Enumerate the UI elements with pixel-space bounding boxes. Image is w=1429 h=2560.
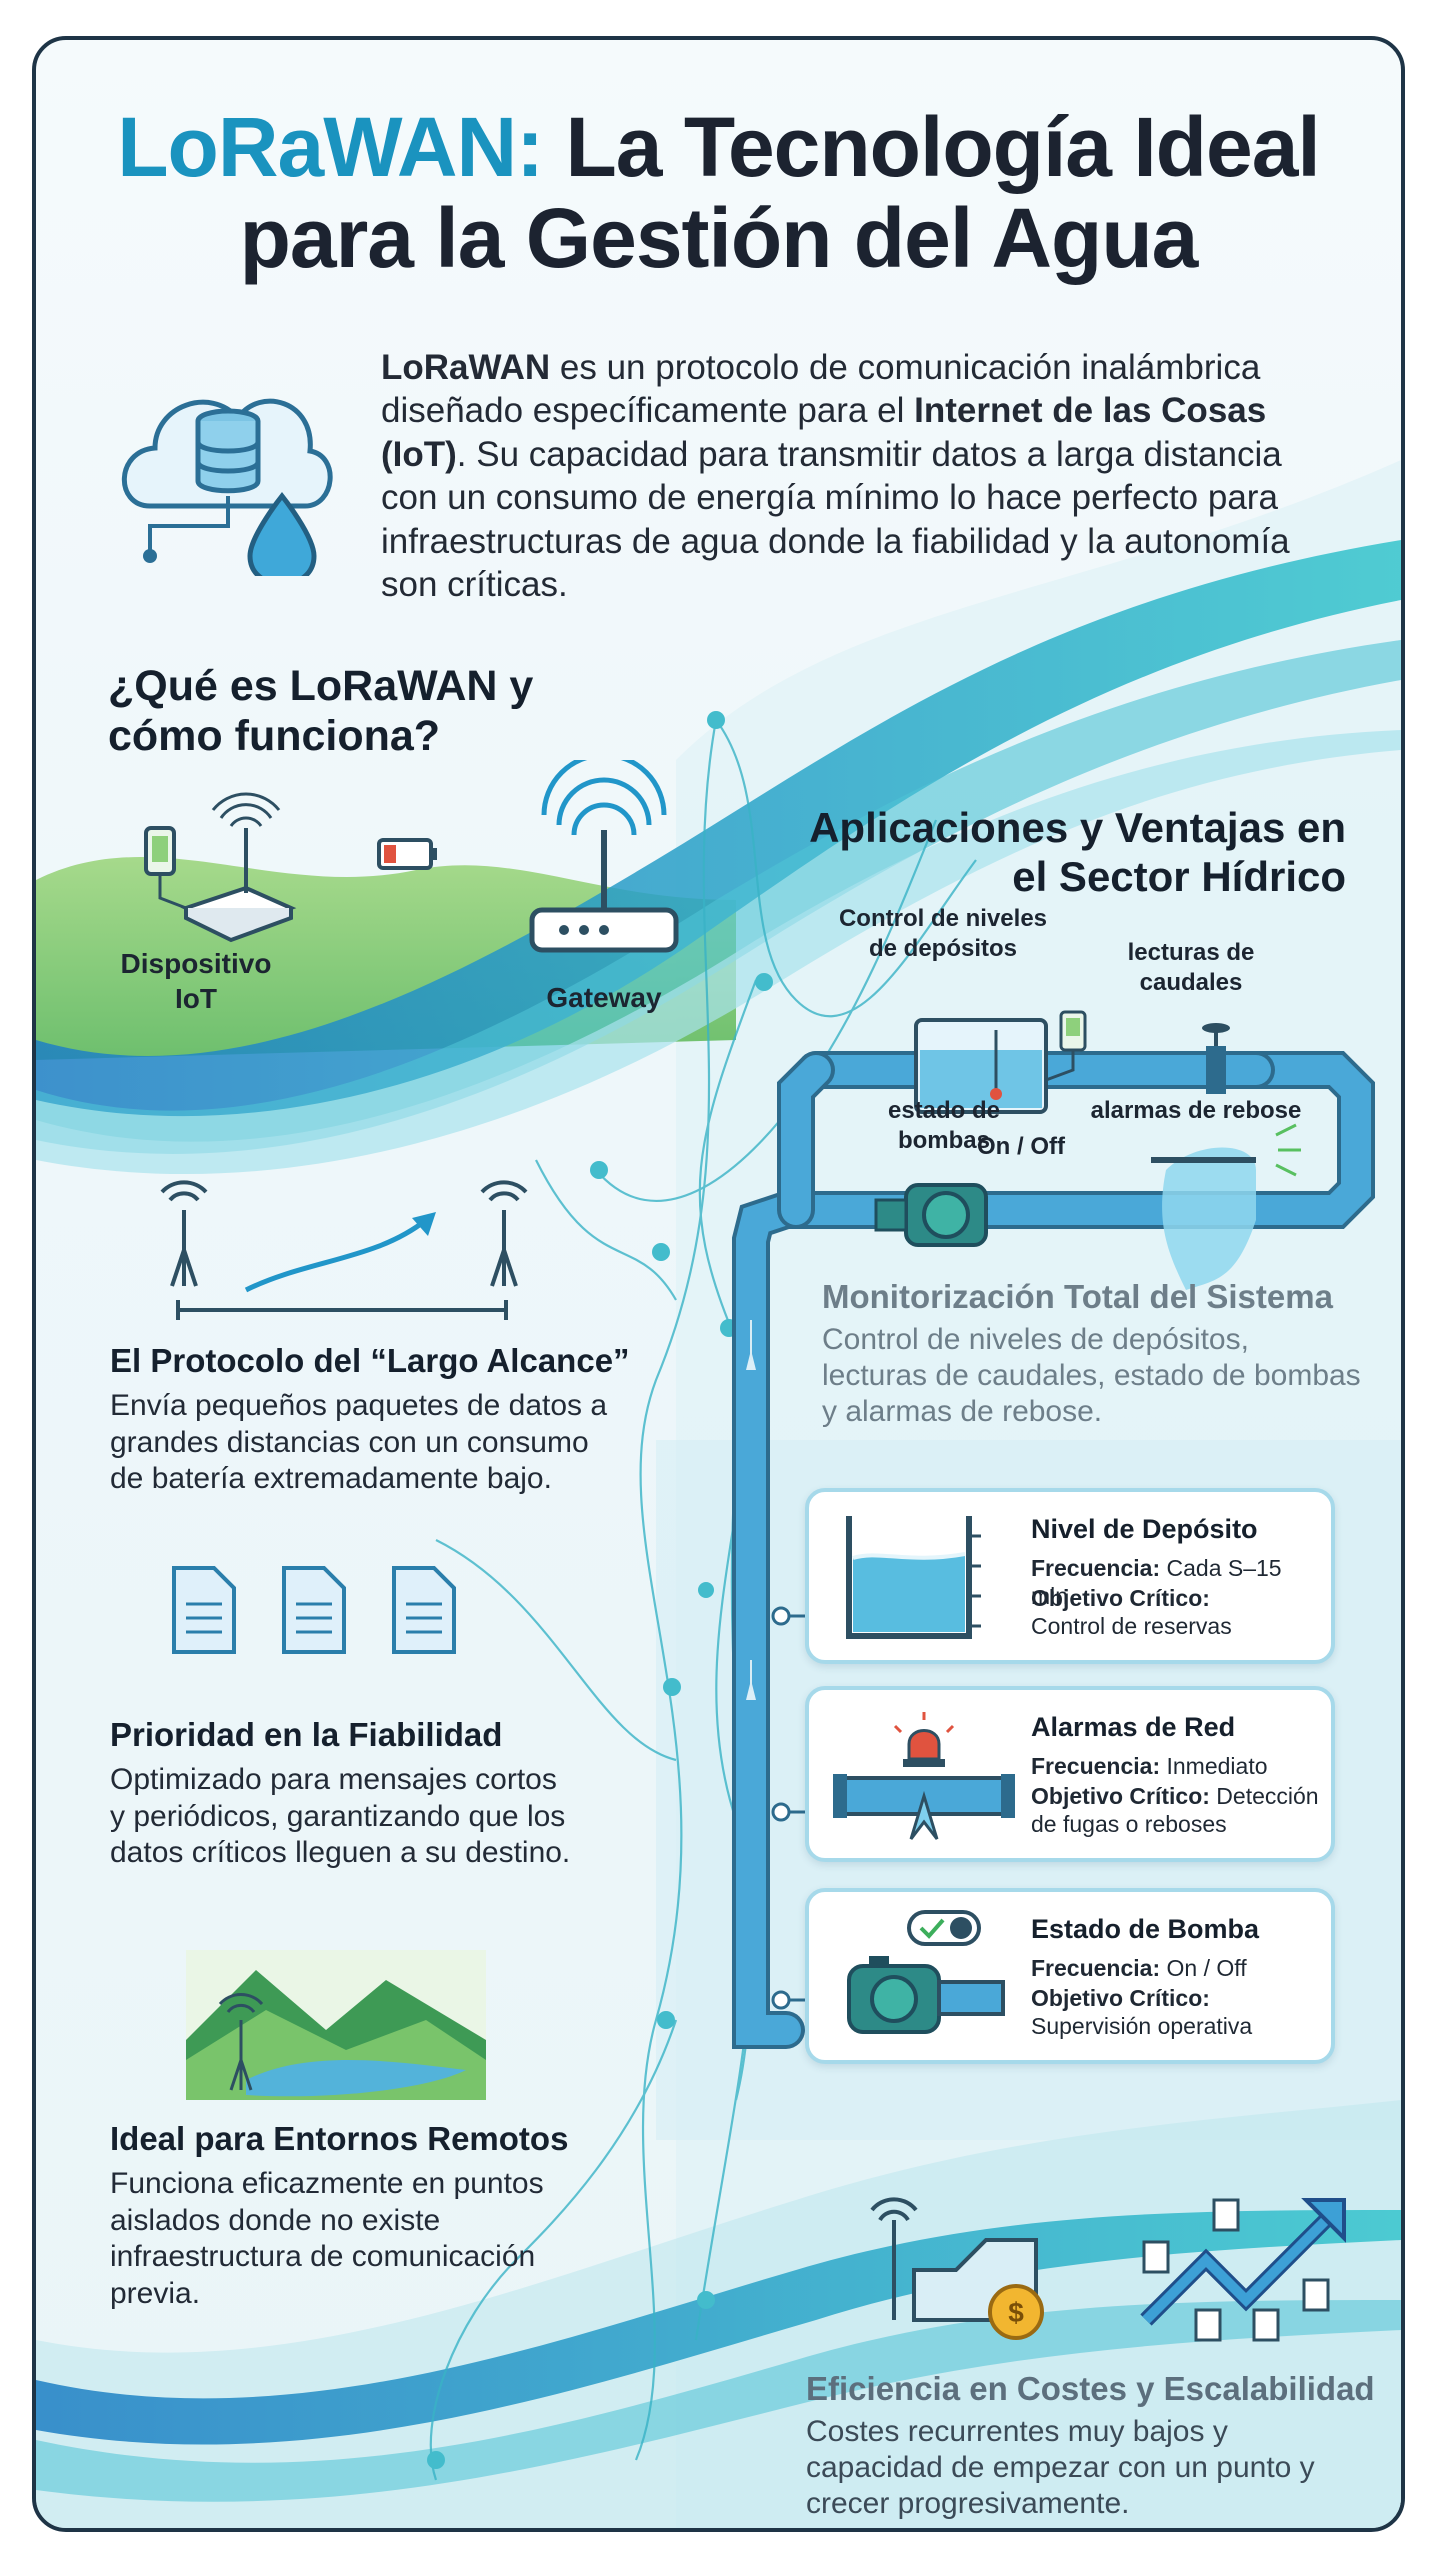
cloud-database-icon xyxy=(121,398,333,576)
section-2-title: Prioridad en la Fiabilidad xyxy=(110,1716,503,1753)
section-3-title: Ideal para Entornos Remotos xyxy=(110,2120,569,2157)
label-flow: lecturas de caudales xyxy=(1127,939,1255,996)
card-2-title: Alarmas de Red xyxy=(1031,1712,1236,1742)
card-estado-bomba: Estado de Bomba Frecuencia: On / Off Obj… xyxy=(805,1888,1335,2064)
water-drop-icon xyxy=(247,491,317,576)
intro-part1: es un protocolo de comunicación inalámbr… xyxy=(381,348,1261,431)
card-nivel-deposito: Nivel de Depósito Frecuencia: Cada S–15 … xyxy=(805,1488,1335,1664)
label-deposit: Control de niveles de depósitos xyxy=(838,905,1048,962)
intro-paragraph: LoRaWAN es un protocolo de comunicación … xyxy=(381,346,1341,606)
card-1-freq: Frecuencia: Cada S–15 min xyxy=(1031,1554,1321,1610)
label-onoff: On / Off xyxy=(977,1133,1065,1160)
monitor-title: Monitorización Total del Sistema xyxy=(822,1278,1333,1315)
card-1-freq-value: Cada S–15 min xyxy=(1031,1555,1282,1610)
section-3-text: Funciona eficazmente en puntos aislados … xyxy=(110,2167,544,2310)
intro-lead: LoRaWAN xyxy=(381,348,551,387)
pipe-diagram xyxy=(732,1010,1375,2049)
card-1-obj: Objetivo Crítico:Control de reservas xyxy=(1031,1584,1321,1640)
card-2-obj-value: Detección de fugas o reboses xyxy=(1031,1783,1319,1838)
card-2-obj-label: Objetivo Crítico: xyxy=(1031,1783,1210,1809)
card-3-freq: Frecuencia: On / Off xyxy=(1031,1954,1321,1982)
document-icon xyxy=(172,1566,456,1654)
landscape-icon xyxy=(186,1950,486,2100)
siren-icon xyxy=(833,1712,1015,1840)
card-alarmas-red: Alarmas de Red Frecuencia: Inmediato Obj… xyxy=(805,1686,1335,1862)
intro-part2: . Su capacidad para transmitir datos a l… xyxy=(381,434,1290,604)
card-1-obj-label: Objetivo Crítico: xyxy=(1031,1585,1210,1611)
section-1-text: Envía pequeños paquetes de datos a grand… xyxy=(110,1389,608,1496)
efficiency-text: Costes recurrentes muy bajos y capacidad… xyxy=(806,2415,1315,2520)
antenna-icon xyxy=(160,1180,528,1320)
svg-text:$: $ xyxy=(1008,2297,1024,2328)
card-1-obj-value: Control de reservas xyxy=(1031,1613,1232,1640)
card-2-freq-value: Inmediato xyxy=(1166,1753,1268,1779)
pump-icon xyxy=(874,1183,988,1247)
card-1-title: Nivel de Depósito xyxy=(1031,1514,1258,1544)
infographic-frame: LoRaWAN: La Tecnología Ideal para la Ges… xyxy=(32,36,1405,2532)
card-2-freq-label: Frecuencia: xyxy=(1031,1753,1161,1779)
label-pumps: estado de bombas xyxy=(887,1097,1001,1154)
card-3-freq-value: On / Off xyxy=(1166,1955,1247,1981)
card-2-obj: Objetivo Crítico: Detección de fugas o r… xyxy=(1031,1782,1321,1838)
pump-icon xyxy=(847,1910,1005,2034)
left-heading: ¿Qué es LoRaWAN y cómo funciona? xyxy=(108,662,534,760)
card-3-obj: Objetivo Crítico:Supervisión operativa xyxy=(1031,1984,1321,2040)
intro-bold: Internet de las Cosas (IoT) xyxy=(381,391,1267,474)
iot-device-icon xyxy=(144,792,437,943)
title-accent: LoRaWAN: xyxy=(117,100,544,194)
card-3-freq-label: Frecuencia: xyxy=(1031,1955,1161,1981)
right-heading: Aplicaciones y Ventajas en el Sector Híd… xyxy=(809,804,1346,900)
card-2-freq: Frecuencia: Inmediato xyxy=(1031,1752,1321,1780)
label-overflow: alarmas de rebose xyxy=(1090,1097,1302,1124)
tank-icon xyxy=(846,1516,981,1639)
section-2-text: Optimizado para mensajes cortos y periód… xyxy=(110,1763,571,1870)
card-3-title: Estado de Bomba xyxy=(1031,1914,1260,1944)
title-line1: La Tecnología Ideal xyxy=(565,100,1321,194)
efficiency-title: Eficiencia en Costes y Escalabilidad xyxy=(806,2370,1375,2407)
page-title: LoRaWAN: La Tecnología Ideal para la Ges… xyxy=(36,102,1401,283)
card-1-freq-label: Frecuencia: xyxy=(1031,1555,1161,1581)
coin-icon: $ xyxy=(870,2197,1346,2342)
card-3-obj-value: Supervisión operativa xyxy=(1031,2013,1253,2040)
section-1-title: El Protocolo del “Largo Alcance” xyxy=(110,1342,630,1379)
growth-chart-icon xyxy=(1140,2198,1346,2342)
gateway-label: Gateway xyxy=(546,982,662,1013)
monitor-text: Control de niveles de depósitos, lectura… xyxy=(822,1323,1361,1428)
card-3-obj-label: Objetivo Crítico: xyxy=(1031,1985,1210,2011)
title-line2: para la Gestión del Agua xyxy=(239,190,1199,285)
gateway-icon xyxy=(529,760,679,953)
device-label: Dispositivo IoT xyxy=(120,948,272,1014)
